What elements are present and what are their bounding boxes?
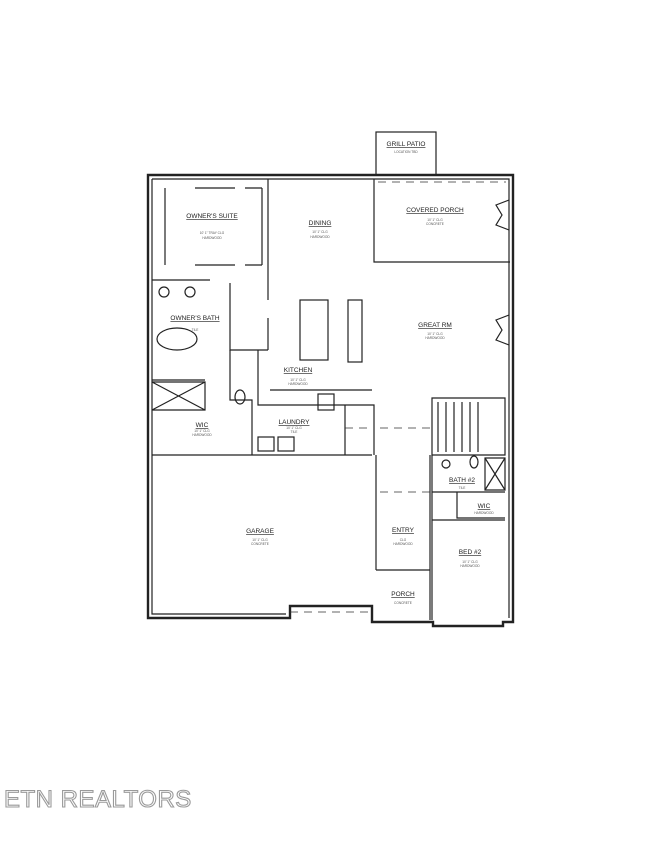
room-labels: GRILL PATIO LOCATION TBD OWNER'S SUITE 1… bbox=[170, 141, 494, 605]
dining-label: DINING bbox=[309, 220, 332, 227]
great-rm-label: GREAT RM bbox=[418, 322, 452, 329]
bath2-label: BATH #2 bbox=[449, 477, 475, 484]
bed2-ceiling: 10' 1" CLG bbox=[462, 560, 478, 564]
garage-ceiling: 10' 1" CLG bbox=[252, 538, 268, 542]
dining-floor: HARDWOOD bbox=[310, 235, 330, 239]
garage-label: GARAGE bbox=[246, 528, 274, 535]
covered-porch-label: COVERED PORCH bbox=[406, 207, 464, 214]
sink-icon bbox=[184, 286, 196, 298]
owners-suite-label: OWNER'S SUITE bbox=[186, 213, 238, 220]
laundry-ceiling: 10' 1" CLG bbox=[286, 426, 302, 430]
owners-suite-ceiling: 10' 1" TRAY CLG bbox=[200, 231, 225, 235]
kitchen-island bbox=[299, 299, 329, 361]
wic-label: WIC bbox=[196, 422, 209, 429]
covered-porch-floor: CONCRETE bbox=[426, 222, 444, 226]
fixtures bbox=[156, 187, 510, 469]
kitchen-label: KITCHEN bbox=[284, 367, 313, 374]
walls bbox=[146, 131, 515, 628]
owners-bath-label: OWNER'S BATH bbox=[170, 315, 219, 322]
entry-label: ENTRY bbox=[392, 527, 415, 534]
bed2-label: BED #2 bbox=[459, 549, 482, 556]
entry-floor: HARDWOOD bbox=[393, 542, 413, 546]
grill-patio-note: LOCATION TBD bbox=[394, 150, 418, 154]
toilet-icon bbox=[469, 455, 479, 469]
owners-bath-floor: TILE bbox=[192, 328, 199, 332]
dining-ceiling: 10' 1" CLG bbox=[312, 230, 328, 234]
bathtub-icon bbox=[156, 327, 198, 351]
range-icon bbox=[317, 393, 335, 411]
kitchen-ceiling: 10' 1" CLG bbox=[290, 378, 306, 382]
fireplace-icon bbox=[495, 199, 510, 231]
porch-label: PORCH bbox=[391, 591, 415, 598]
washer-icon bbox=[257, 436, 275, 452]
watermark-logo: ETN REALTORS bbox=[3, 785, 192, 813]
great-rm-ceiling: 10' 1" CLG bbox=[427, 332, 443, 336]
laundry-label: LAUNDRY bbox=[279, 419, 311, 426]
entry-ceiling: CLG bbox=[400, 538, 407, 542]
great-rm-floor: HARDWOOD bbox=[425, 336, 445, 340]
dryer-icon bbox=[277, 436, 295, 452]
wic-floor: HARDWOOD bbox=[192, 433, 212, 437]
sink-icon bbox=[441, 459, 451, 469]
garage-floor: CONCRETE bbox=[251, 542, 269, 546]
porch-floor: CONCRETE bbox=[394, 601, 412, 605]
covered-porch-ceiling: 10' 1" CLG bbox=[427, 218, 443, 222]
toilet-icon bbox=[234, 389, 246, 405]
bar-counter bbox=[347, 299, 363, 363]
laundry-floor: TILE bbox=[291, 430, 298, 434]
wic2-label: WIC bbox=[478, 503, 491, 510]
kitchen-floor: HARDWOOD bbox=[288, 382, 308, 386]
wic2-floor: HARDWOOD bbox=[474, 511, 494, 515]
wic-ceiling: 10' 1" CLG bbox=[194, 429, 210, 433]
owners-suite-floor: HARDWOOD bbox=[202, 236, 222, 240]
tray-ceiling bbox=[164, 187, 263, 266]
bed2-floor: HARDWOOD bbox=[460, 564, 480, 568]
sink-icon bbox=[158, 286, 170, 298]
grill-patio-label: GRILL PATIO bbox=[387, 141, 426, 148]
bath2-floor: TILE bbox=[459, 486, 466, 490]
fireplace-icon bbox=[495, 314, 510, 346]
